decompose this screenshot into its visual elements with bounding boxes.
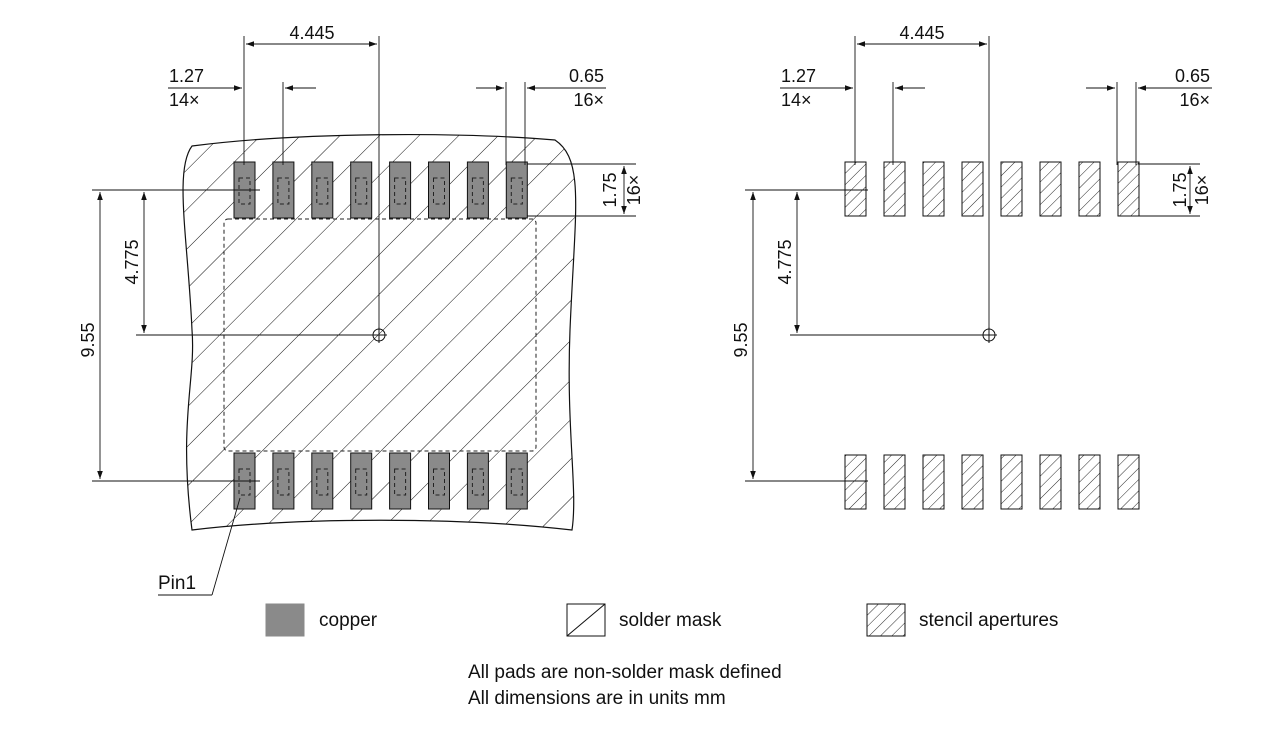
note-units: All dimensions are in units mm (468, 688, 726, 709)
dim-row-distance-left: 9.55 (78, 322, 98, 357)
copper-pad (428, 161, 450, 219)
dim-pad-length-right: 1.75 (1170, 172, 1190, 207)
stencil-aperture-outline (277, 177, 290, 205)
stencil-aperture-outline (316, 468, 329, 496)
copper-pad (428, 452, 450, 510)
stencil-aperture-outline (394, 468, 407, 496)
dim-pitch-count-left: 14× (169, 90, 200, 110)
stencil-pad (1078, 454, 1101, 510)
copper-pad (505, 452, 528, 510)
dim-pitch-left: 1.27 (169, 66, 204, 86)
stencil-aperture-outline (510, 468, 523, 496)
dim-pad-width-left: 0.65 (569, 66, 604, 86)
copper-pad (466, 452, 489, 510)
legend-stencil-label: stencil apertures (919, 610, 1058, 631)
dim-pad-width-right: 0.65 (1175, 66, 1210, 86)
dim-pad-width-count-right: 16× (1179, 90, 1210, 110)
stencil-aperture-outline (471, 177, 484, 205)
dim-row-distance-right: 9.55 (731, 322, 751, 357)
dim-half-row-left: 4.775 (122, 239, 142, 284)
dim-pad-width-count-left: 16× (573, 90, 604, 110)
stencil-aperture-outline (238, 468, 251, 496)
stencil-pad (961, 454, 984, 510)
pin1-label: Pin1 (158, 573, 196, 594)
copper-pad (311, 161, 334, 219)
stencil-pad (883, 161, 906, 217)
dim-pitch-span-left: 4.445 (289, 23, 334, 43)
copper-pad (466, 161, 489, 219)
copper-pad (272, 452, 295, 510)
right-view: 4.445 1.27 14× 0.65 16× 1.75 16× 4.775 9… (731, 23, 1212, 510)
legend-stencil-swatch (866, 603, 906, 637)
stencil-pad (883, 454, 906, 510)
stencil-pad (922, 454, 945, 510)
stencil-pad (1000, 454, 1023, 510)
dim-pad-length-count-right: 16× (1192, 175, 1212, 206)
stencil-aperture-outline (355, 468, 368, 496)
right-pad-array (844, 161, 1140, 510)
dim-pitch-span-right: 4.445 (899, 23, 944, 43)
stencil-aperture-outline (238, 177, 251, 205)
left-view: 4.445 1.27 14× 0.65 16× 1.75 16× 4.775 9… (78, 23, 644, 596)
dim-half-row-right: 4.775 (775, 239, 795, 284)
stencil-aperture-outline (394, 177, 407, 205)
stencil-pad (1117, 161, 1140, 217)
copper-pad (389, 161, 412, 219)
legend-copper-swatch (265, 603, 305, 637)
copper-pad (272, 161, 295, 219)
stencil-pad (1039, 454, 1062, 510)
left-pad-array (233, 161, 528, 510)
legend: copper solder mask stencil apertures (265, 603, 1058, 637)
copper-pad (350, 452, 373, 510)
stencil-pad (922, 161, 945, 217)
stencil-pad (1078, 161, 1101, 217)
dim-pad-length-left: 1.75 (600, 172, 620, 207)
stencil-pad (1000, 161, 1023, 217)
copper-pad (311, 452, 334, 510)
stencil-aperture-outline (433, 177, 445, 205)
copper-pad (505, 161, 528, 219)
stencil-pad (844, 161, 867, 217)
stencil-pad (1117, 454, 1140, 510)
stencil-pad (1039, 161, 1062, 217)
stencil-pad (961, 161, 984, 217)
copper-pad (389, 452, 412, 510)
dim-pitch-count-right: 14× (781, 90, 812, 110)
legend-solder-mask-label: solder mask (619, 610, 722, 631)
stencil-aperture-outline (433, 468, 445, 496)
legend-copper-label: copper (319, 610, 378, 631)
stencil-aperture-outline (355, 177, 368, 205)
note-nsmd: All pads are non-solder mask defined (468, 662, 782, 683)
dim-pitch-right: 1.27 (781, 66, 816, 86)
stencil-aperture-outline (471, 468, 484, 496)
stencil-aperture-outline (277, 468, 290, 496)
stencil-pad (844, 454, 867, 510)
stencil-aperture-outline (510, 177, 523, 205)
copper-pad (350, 161, 373, 219)
dim-pad-length-count-left: 16× (624, 175, 644, 206)
stencil-aperture-outline (316, 177, 329, 205)
